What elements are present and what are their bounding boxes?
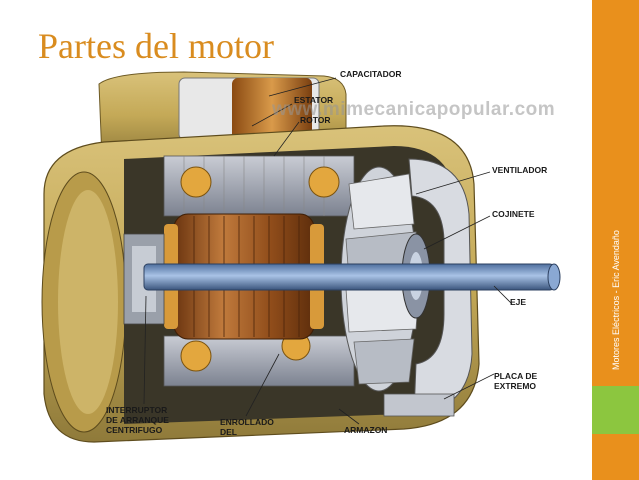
label-interruptor: INTERRUPTOR DE ARRANQUE CENTRIFUGO bbox=[106, 405, 169, 435]
slide-title: Partes del motor bbox=[38, 26, 274, 66]
label-capacitador: CAPACITADOR bbox=[340, 69, 402, 79]
side-accent-green-block bbox=[592, 386, 639, 434]
label-placa-line2: EXTREMO bbox=[494, 380, 537, 391]
label-estator: ESTATOR bbox=[294, 95, 334, 105]
label-enrollado-line1: ENROLLADO bbox=[220, 417, 274, 427]
label-eje: EJE bbox=[510, 297, 527, 307]
label-ventilador: VENTILADOR bbox=[492, 165, 548, 175]
label-placa-de-extremo: PLACA DE EXTREMO bbox=[494, 371, 538, 392]
label-rotor: ROTOR bbox=[300, 115, 331, 125]
watermark: www.mimecanicapopular.com bbox=[272, 99, 556, 120]
label-interruptor-line1: INTERRUPTOR bbox=[106, 405, 168, 415]
leader-lines bbox=[143, 77, 513, 425]
label-enrollado-line2: DEL bbox=[220, 426, 237, 437]
label-enrollado: ENROLLADO DEL bbox=[220, 417, 274, 438]
label-armazon: ARMAZON bbox=[344, 425, 388, 435]
end-plate bbox=[383, 158, 473, 417]
shaft bbox=[143, 263, 561, 291]
label-placa-line1: PLACA DE bbox=[494, 371, 538, 381]
footer-vertical-text: Motores Eléctricos - Eric Avendaño bbox=[611, 230, 621, 370]
label-cojinete: COJINETE bbox=[492, 209, 535, 219]
motor-cutaway-illustration bbox=[24, 64, 592, 462]
motor-diagram: www.mimecanicapopular.com CAPACITADOR ES… bbox=[24, 64, 592, 462]
label-interruptor-line3: CENTRIFUGO bbox=[106, 424, 163, 435]
label-interruptor-line2: DE ARRANQUE bbox=[106, 414, 169, 425]
